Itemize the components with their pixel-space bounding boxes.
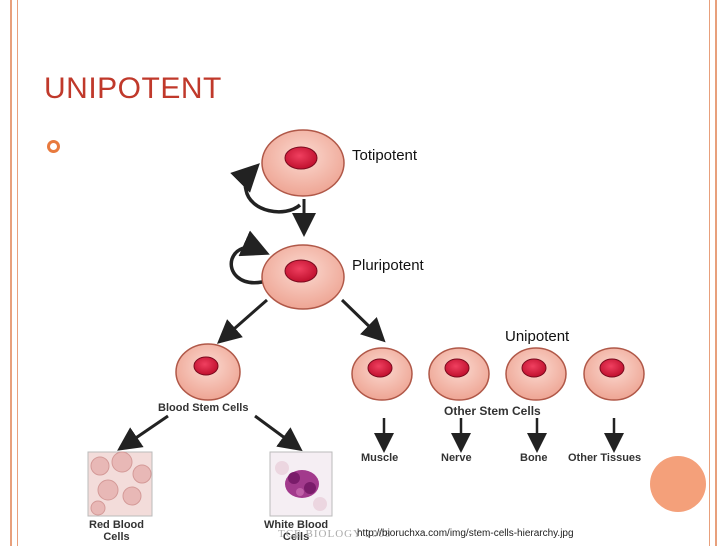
arrow-to-white-blood — [254, 414, 303, 452]
self-renewal-arrow-top — [230, 163, 302, 214]
bullet-icon — [47, 140, 60, 153]
label-nerve: Nerve — [441, 452, 472, 464]
footer-course-label: TCE BIOLOGY 2008 — [278, 528, 392, 540]
label-unipotent: Unipotent — [505, 328, 570, 345]
label-red-blood-cells: Red Blood Cells — [89, 519, 144, 543]
blood-stem-cell — [175, 343, 241, 401]
frame-left-line — [10, 0, 12, 546]
red-blood-cells-image — [87, 451, 153, 517]
pluripotent-cell — [261, 244, 345, 310]
label-bone: Bone — [520, 452, 548, 464]
self-renewal-arrow-mid — [229, 230, 270, 285]
white-blood-cells-image — [269, 451, 333, 517]
arrow-to-other-stem — [340, 298, 386, 343]
label-blood-stem-cells: Blood Stem Cells — [158, 402, 249, 414]
label-totipotent: Totipotent — [352, 147, 418, 164]
arrow-to-blood-stem — [216, 298, 268, 344]
label-pluripotent: Pluripotent — [352, 257, 424, 274]
other-stem-cell-2 — [428, 347, 490, 401]
decorative-corner-circle — [650, 456, 706, 512]
footer-source-url: http://bioruchxa.com/img/stem-cells-hier… — [357, 528, 574, 539]
other-stem-cell-1 — [351, 347, 413, 401]
frame-right-line — [715, 0, 717, 546]
label-muscle: Muscle — [361, 452, 399, 464]
frame-right-line-2 — [709, 0, 710, 546]
totipotent-cell — [261, 129, 345, 197]
slide-title: UNIPOTENT — [44, 72, 222, 105]
label-white-blood-cells: White Blood Cells — [264, 519, 329, 543]
frame-left-line-2 — [17, 0, 18, 546]
label-other-tissues: Other Tissues — [568, 452, 642, 464]
other-stem-cell-3 — [505, 347, 567, 401]
label-other-stem-cells: Other Stem Cells — [444, 404, 541, 418]
arrow-to-red-blood — [117, 414, 169, 451]
other-stem-cell-4 — [583, 347, 645, 401]
